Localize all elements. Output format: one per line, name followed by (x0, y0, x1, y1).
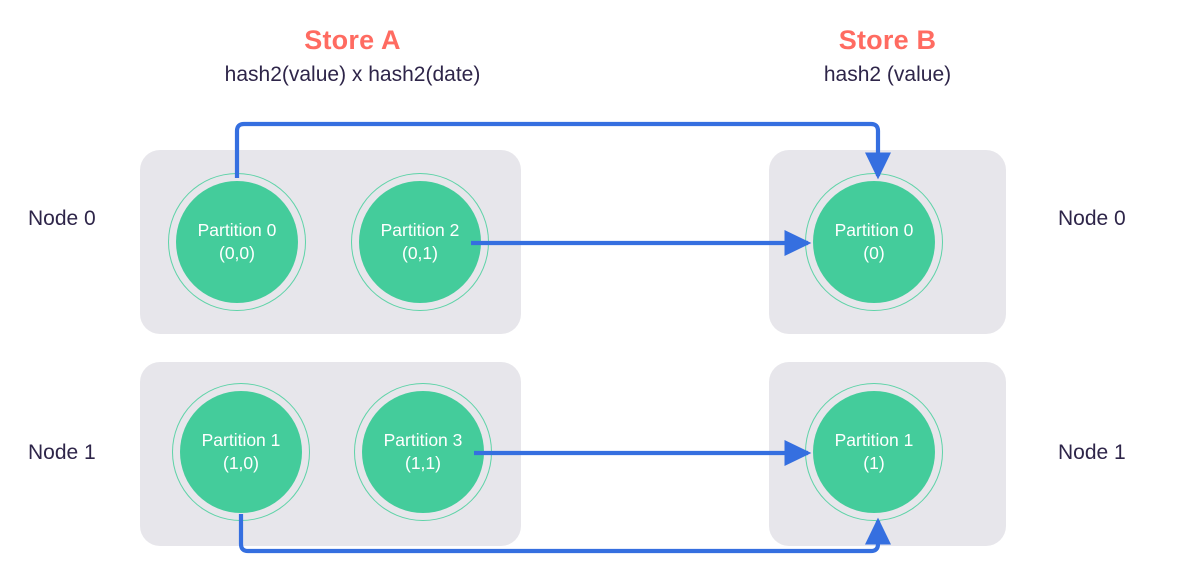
partition-key: (0,0) (219, 243, 255, 263)
partition-key: (0) (863, 243, 885, 263)
partition-node-store-a-1[interactable]: Partition 1 (1,0) (180, 391, 302, 513)
partition-key: (1,1) (405, 453, 441, 473)
partition-key: (1,0) (223, 453, 259, 473)
partition-label: Partition 1 (834, 429, 914, 450)
store-b-subtitle: hash2 (value) (823, 63, 952, 87)
partition-node-store-b-0[interactable]: Partition 0 (0) (813, 181, 935, 303)
partition-node-store-b-1[interactable]: Partition 1 (1) (813, 391, 935, 513)
partition-key: (0,1) (402, 243, 438, 263)
partition-label: Partition 0 (834, 219, 914, 240)
partition-label: Partition 0 (197, 219, 277, 240)
node-label-left-0: Node 0 (28, 207, 96, 230)
store-a-title: Store A (304, 25, 401, 55)
partition-node-store-a-2[interactable]: Partition 2 (0,1) (359, 181, 481, 303)
partition-key: (1) (863, 453, 885, 473)
node-label-right-0: Node 0 (1058, 207, 1126, 230)
partition-label: Partition 3 (383, 429, 463, 450)
store-a-subtitle: hash2(value) x hash2(date) (224, 63, 481, 87)
store-b-title: Store B (838, 25, 937, 55)
store-a-header: Store A hash2(value) x hash2(date) (125, 25, 580, 89)
node-label-right-1: Node 1 (1058, 441, 1126, 464)
store-b-header: Store B hash2 (value) (760, 25, 1015, 89)
node-label-left-1: Node 1 (28, 441, 96, 464)
partition-node-store-a-3[interactable]: Partition 3 (1,1) (362, 391, 484, 513)
partition-node-store-a-0[interactable]: Partition 0 (0,0) (176, 181, 298, 303)
partition-label: Partition 1 (201, 429, 281, 450)
partition-label: Partition 2 (380, 219, 460, 240)
